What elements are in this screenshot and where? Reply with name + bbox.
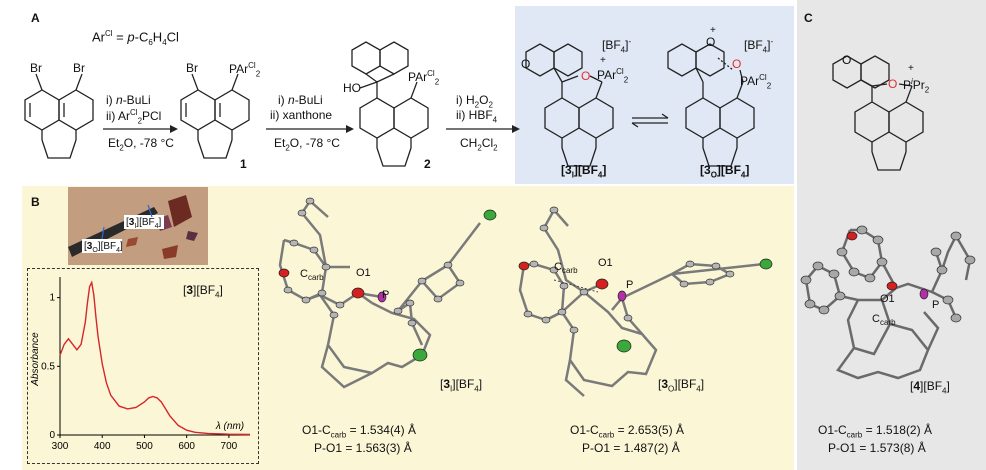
s3i-ccarb: Ccarb <box>300 268 324 283</box>
uv-x-tick-label: 500 <box>136 441 153 452</box>
uv-x-axis-label: λ (nm) <box>215 421 244 432</box>
s3o-label: [3O][BF4] <box>658 377 705 394</box>
uv-x-tick-label: 600 <box>178 441 195 452</box>
s3o-ccarb: Ccarb <box>554 261 578 276</box>
s3o-measure-2: P-O1 = 1.487(2) Å <box>582 441 680 455</box>
s4-p: P <box>932 299 940 311</box>
s3o-o1: O1 <box>598 257 613 269</box>
compound-1-number: 1 <box>240 157 247 171</box>
c1-br: Br <box>186 61 198 75</box>
uv-y-tick-label: 0 <box>49 430 55 441</box>
compound-3i-structure <box>525 43 614 167</box>
c2-p: PArCl2 <box>408 69 440 87</box>
c3o-anion: [BF4]- <box>744 37 774 55</box>
photo-label-o: [3O][BF4] <box>84 241 123 255</box>
step2-line1: i) n-BuLi <box>278 93 323 107</box>
c4-o: O <box>888 77 898 91</box>
s3o-p: P <box>626 279 634 291</box>
s3i-measure-1: O1-Ccarb = 1.534(4) Å <box>302 423 416 440</box>
s3i-p: P <box>382 289 390 301</box>
uv-absorbance-curve <box>59 280 251 436</box>
panel-letter-a: A <box>31 11 40 25</box>
s3o-measure-1: O1-Ccarb = 2.653(5) Å <box>570 423 684 440</box>
c3i-label: [3I][BF4] <box>561 163 607 180</box>
step3-conditions: CH2Cl2 <box>460 136 498 153</box>
c3i-anion: [BF4]- <box>602 37 632 55</box>
c2-ho: HO <box>343 81 361 95</box>
s4-o1: O1 <box>880 293 895 305</box>
s4-measure-1: O1-Ccarb = 1.518(2) Å <box>818 423 932 440</box>
uv-chart-title: [3][BF4] <box>183 283 223 300</box>
c1-p: PArCl2 <box>229 61 261 79</box>
s3i-label: [3I][BF4] <box>440 377 483 394</box>
compound-2-structure <box>351 41 429 167</box>
uv-y-tick-label: 0.5 <box>41 361 55 372</box>
crystal-photo <box>68 187 208 265</box>
compound-1-structure <box>180 73 250 159</box>
c3o-o-ring: O <box>706 35 716 49</box>
s4-ccarb: Ccarb <box>872 313 896 328</box>
step2-conditions: Et2O, -78 °C <box>274 136 340 153</box>
c3o-label: [3O][BF4] <box>700 163 750 180</box>
sm-br-left: Br <box>30 61 42 75</box>
c4-o-ring: O <box>842 53 852 67</box>
uv-chart-frame <box>27 268 259 464</box>
starting-material-structure <box>24 73 94 159</box>
sm-br-right: Br <box>73 61 85 75</box>
step1-conditions: Et2O, -78 °C <box>108 136 174 153</box>
c3i-plus: + <box>600 55 606 66</box>
s3i-o1: O1 <box>356 267 371 279</box>
arcl-definition: ArCl = p-C6H4Cl <box>92 29 179 47</box>
uv-x-tick-label: 300 <box>52 441 69 452</box>
step2-line2: ii) xanthone <box>270 108 333 122</box>
c3o-o: O <box>732 57 742 71</box>
step1-line1: i) n-BuLi <box>106 93 151 107</box>
c4-p: PiPr2 <box>903 77 930 95</box>
uv-x-tick-label: 700 <box>221 441 238 452</box>
c3i-o-ring: O <box>521 57 531 71</box>
compound-2-number: 2 <box>424 157 431 171</box>
compound-4-structure <box>832 55 924 171</box>
s4-measure-2: P-O1 = 1.573(8) Å <box>828 441 926 455</box>
step3-line1: i) H2O2 <box>456 93 493 110</box>
reaction-scheme <box>24 41 755 167</box>
crystal-structure-3i <box>278 197 497 389</box>
uv-x-tick-label: 400 <box>94 441 111 452</box>
photo-label-i: [3I][BF4] <box>126 217 162 231</box>
c3i-p: PArCl2 <box>597 67 629 85</box>
uv-y-axis-label: Absorbance <box>30 332 41 387</box>
panel-letter-b: B <box>31 195 40 209</box>
step3-line2: ii) HBF4 <box>456 108 498 125</box>
c3i-o: O <box>581 69 591 83</box>
c3o-plus: + <box>710 25 716 36</box>
uv-y-tick-label: 1 <box>49 293 55 304</box>
crystal-structure-4 <box>800 225 976 380</box>
panel-letter-c: C <box>804 11 813 25</box>
s4-label: [4][BF4] <box>910 379 950 396</box>
s3i-measure-2: P-O1 = 1.563(3) Å <box>314 441 412 455</box>
c4-plus: + <box>908 63 914 74</box>
c3o-p: PArCl2 <box>740 73 772 91</box>
step1-line2: ii) ArCl2PCl <box>106 108 162 126</box>
crystal-structure-3o <box>518 206 773 397</box>
compound-3o-structure <box>667 43 755 167</box>
uv-chart: 300 400 500 600 700 0 0.5 1 Absorbance λ (nm) <box>30 277 251 452</box>
